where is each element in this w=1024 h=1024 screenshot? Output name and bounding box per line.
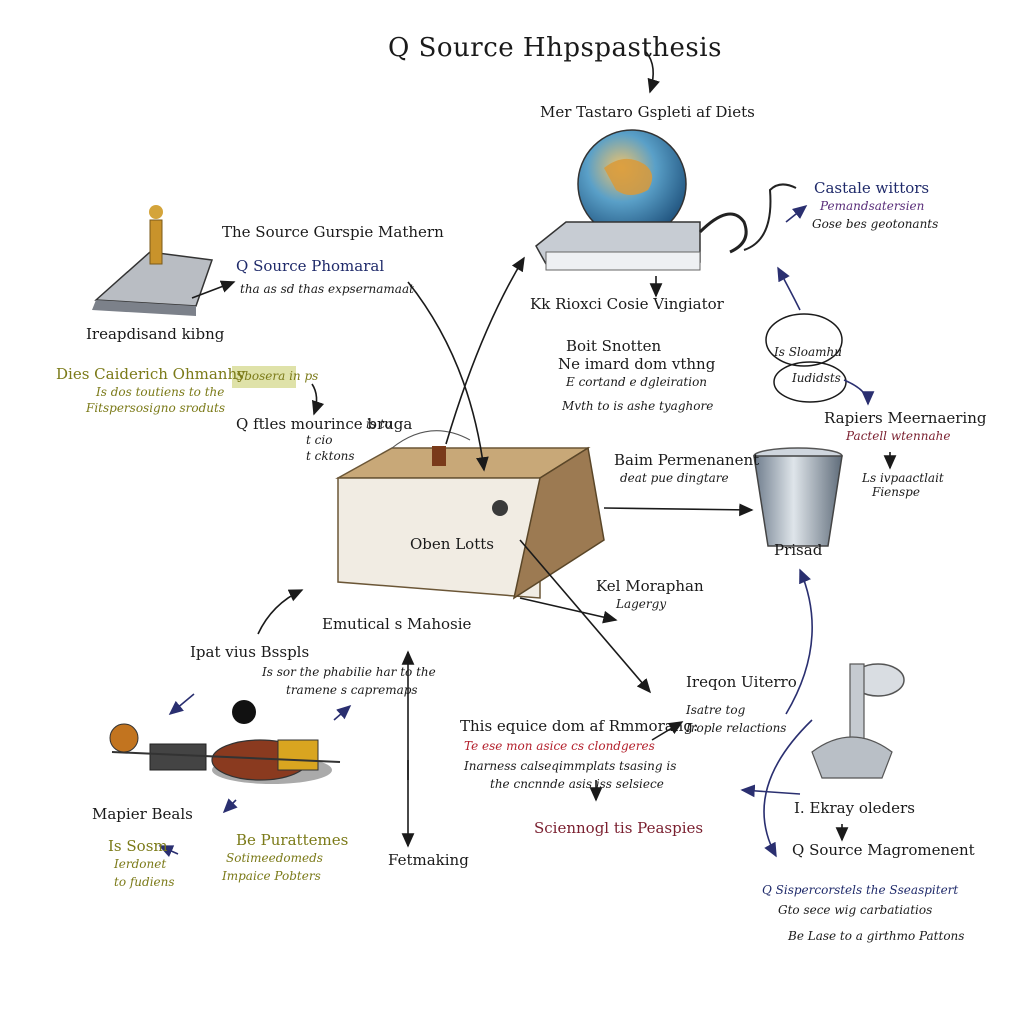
oval-2: [773, 361, 847, 403]
bottom-olive2-line-3: Impaice Pobters: [222, 869, 321, 883]
files-side: is to: [366, 417, 392, 431]
top-left-heading: The Source Gurspie Mathern: [222, 223, 444, 241]
oval-1: [765, 313, 843, 367]
kel-heading: Kel Moraphan: [596, 577, 704, 595]
mapier-heading: Mapier Beals: [92, 805, 193, 823]
cup-illustration: [753, 447, 843, 547]
sticky-note-text: Sbosera in ps: [236, 369, 319, 383]
arrow-small-2: [333, 704, 352, 721]
arrow-phomaral-to-box: [407, 281, 489, 472]
baim-sub: deat pue dingtare: [620, 471, 729, 485]
boit-heading: Boit Snotten: [566, 337, 662, 355]
rapiers-side-2: Fienspe: [872, 485, 920, 499]
bottom-right-line-1: Q Sispercorstels the Sseaspitert: [762, 883, 959, 897]
arrow-box-to-cup: [603, 503, 754, 517]
bottom-right-line-3: Be Lase to a girthmo Pattons: [788, 929, 965, 943]
source-phomaral: Q Source Phomaral: [236, 257, 385, 275]
arrow-robot-left: [740, 784, 801, 798]
robot-arm-illustration: [811, 663, 905, 779]
arrow-small-1: [168, 693, 195, 716]
bottom-olive2-line-1: Be Purattemes: [236, 831, 349, 849]
arrow-box-to-kel: [519, 597, 618, 624]
bottom-right-line-2: Gto sece wig carbatiatios: [778, 903, 933, 917]
scientogl-label: Sciennogl tis Peaspies: [534, 819, 704, 837]
box-label: Oben Lotts: [410, 535, 494, 553]
rapiers-heading: Rapiers Meernaering: [824, 409, 987, 427]
top-subtitle: Mer Tastaro Gspleti af Diets: [540, 103, 755, 121]
oval-1-label: Is Sloamhu: [774, 345, 842, 359]
boit-line-3: Mvth to is ashe tyaghore: [562, 399, 714, 413]
globe-device: [535, 129, 797, 271]
arrow-olive-1: [158, 845, 179, 858]
left-machine-label: Ireapdisand kibng: [86, 325, 225, 343]
ipat-sub-2: tramene s capremaps: [286, 683, 418, 697]
boit-line-2: E cortand e dgleiration: [566, 375, 708, 389]
arrow-title-down: [645, 51, 660, 94]
cup-label: Prisad: [774, 541, 823, 559]
bottom-olive2-line-2: Sotimeedomeds: [226, 851, 323, 865]
bottom-olive-line-2: Ierdonet: [114, 857, 167, 871]
central-box: [335, 430, 605, 600]
arrow-curve-to-source: [763, 719, 813, 858]
arrow-box-to-globe: [445, 256, 525, 445]
ipat-sub-1: Is sor the phabilie har to the: [262, 665, 436, 679]
this-heading: This equice dom af Rmmorang:: [460, 717, 699, 735]
printer-device: [92, 205, 214, 316]
olive-line-1: Is dos toutiens to the: [96, 385, 225, 399]
arrow-printer: [191, 280, 236, 299]
ekray-label: I. Ekray oleders: [794, 799, 915, 817]
arrow-robot-to-cup: [785, 568, 813, 715]
rapiers-sub: Pactell wtennahe: [846, 429, 951, 443]
files-label: Q ftles mourince bruga: [236, 415, 413, 433]
files-sub-1: t cio: [306, 433, 333, 447]
arrow-this-to-ireqon: [651, 721, 684, 741]
diagram-title: Q Source Hhpspasthesis: [388, 33, 722, 63]
arrow-box-to-ireqon: [519, 539, 652, 694]
fetmaking-label: Fetmaking: [388, 851, 469, 869]
boit-line-1: Ne imard dom vthng: [558, 355, 716, 373]
arrow-files: [311, 383, 325, 416]
emutical-heading: Emutical s Mahosie: [322, 615, 472, 633]
oval-2-label: Iudidsts: [792, 371, 841, 385]
rapiers-side-1: Ls ivpaactlait: [862, 471, 944, 485]
bottom-olive-line-3: to fudiens: [114, 875, 175, 889]
arrow-olive-2: [222, 798, 238, 814]
this-line-1: Te ese mon asice cs clondgeres: [464, 739, 655, 753]
arrow-oval-up: [777, 266, 801, 311]
machinery-illustration: [109, 700, 341, 784]
kel-sub: Lagergy: [616, 597, 667, 611]
files-sub-2: t cktons: [306, 449, 355, 463]
source-phomaral-sub: tha as sd thas expsernamaat: [240, 282, 414, 296]
olive-heading: Dies Caiderich Ohmanhy: [56, 365, 246, 383]
this-line-2: Inarness calseqimmplats tsasing is: [464, 759, 677, 773]
castale-line-2: Gose bes geotonants: [812, 217, 939, 231]
ireqon-line-1: Isatre tog: [686, 703, 746, 717]
ipat-heading: Ipat vius Bsspls: [190, 643, 310, 661]
ireqon-heading: Ireqon Uiterro: [686, 673, 797, 691]
source-magromenent: Q Source Magromenent: [792, 841, 975, 859]
castale-heading: Castale wittors: [814, 179, 930, 197]
olive-line-2: Fitspersosigno sroduts: [86, 401, 226, 415]
this-line-3: the cncnnde asis iss selsiece: [490, 777, 664, 791]
ireqon-line-2: Irople relactions: [686, 721, 787, 735]
bottom-olive-line-1: Is Sosm: [108, 837, 168, 855]
globe-caption: Kk Rioxci Cosie Vingiator: [530, 295, 724, 313]
arrow-ipat-up: [257, 589, 304, 635]
castale-line-1: Pemandsatersien: [820, 199, 925, 213]
arrow-castale: [785, 205, 808, 223]
sticky-note: [232, 366, 296, 388]
arrow-oval-down: [843, 379, 875, 406]
baim-heading: Baim Permenanent: [614, 451, 760, 469]
